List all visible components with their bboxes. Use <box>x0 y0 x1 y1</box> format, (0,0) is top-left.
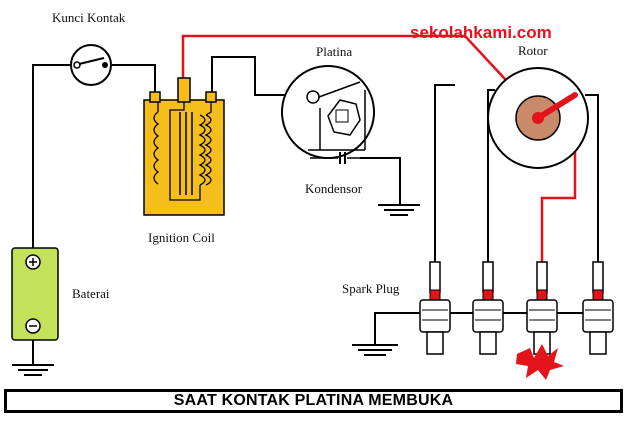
label-condenser: Kondensor <box>305 181 363 196</box>
label-spark-plug: Spark Plug <box>342 281 400 296</box>
ignition-switch <box>70 44 112 86</box>
spark-plug-2 <box>472 261 504 355</box>
label-ignition-coil: Ignition Coil <box>148 230 215 245</box>
distributor-rotor <box>487 67 589 169</box>
contact-points <box>281 65 375 164</box>
points-housing <box>281 65 375 159</box>
spark-plug-4 <box>582 261 614 355</box>
primary-wiring <box>12 56 599 376</box>
spark-plugs <box>419 261 614 380</box>
spark-icon <box>516 344 564 380</box>
spark-plug-3-firing <box>516 261 564 380</box>
battery-body <box>11 247 59 341</box>
watermark: sekolahkami.com <box>410 23 552 42</box>
spark-plug-1 <box>419 261 451 355</box>
label-rotor: Rotor <box>518 43 548 58</box>
caption-box: SAAT KONTAK PLATINA MEMBUKA <box>4 389 623 413</box>
rotor-arm <box>535 92 578 121</box>
label-ignition-switch: Kunci Kontak <box>52 10 126 25</box>
label-points: Platina <box>316 44 352 59</box>
battery <box>11 247 59 341</box>
label-battery: Baterai <box>72 286 110 301</box>
caption-title: SAAT KONTAK PLATINA MEMBUKA <box>173 392 454 409</box>
ignition-coil <box>143 77 225 216</box>
switch-housing <box>70 44 112 86</box>
high-voltage-wiring <box>181 34 577 262</box>
